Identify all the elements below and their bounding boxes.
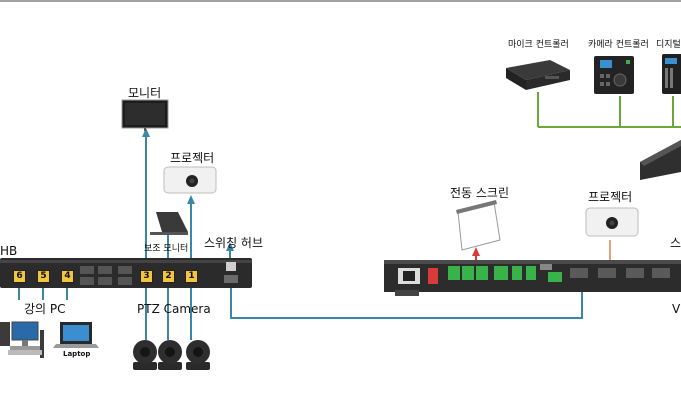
monitor-icon (121, 99, 169, 131)
ptz-camera-label: PTZ Camera (137, 302, 211, 316)
input-tag-2: 2 (162, 270, 175, 283)
mic-controller-label: 마이크 컨트롤러 (508, 40, 569, 50)
electric-screen-label: 전동 스크린 (450, 186, 510, 200)
projector-left-label: 프로젝터 (170, 151, 215, 165)
projector-right-label: 프로젝터 (588, 190, 633, 204)
ptz-camera-icons (133, 340, 210, 370)
mic-controller-icon (506, 60, 570, 90)
s-partial-label: 스 (670, 236, 681, 250)
switching-hub-label: 스위칭 허브 (204, 236, 264, 250)
hb-label: HB (0, 244, 18, 258)
laptop-label: Laptop (63, 350, 91, 358)
projector-right-icon (585, 207, 639, 237)
projector-left-icon (163, 166, 217, 194)
input-tag-6: 6 (13, 270, 26, 283)
input-tag-3: 3 (140, 270, 153, 283)
lecture-pc-icons (0, 321, 99, 358)
camera-controller-label: 카메라 컨트롤러 (588, 40, 649, 50)
green-network-lines (537, 92, 681, 128)
input-tag-5: 5 (37, 270, 50, 283)
blue-connections (18, 128, 583, 340)
monitor-label: 모니터 (128, 86, 162, 100)
lecture-pc-label: 강의 PC (24, 302, 66, 316)
electric-screen-icon (456, 200, 501, 251)
switching-hub-small-icon (222, 256, 238, 276)
input-tag-1: 1 (185, 270, 198, 283)
v-partial-label: V (672, 302, 681, 316)
input-tag-4: 4 (61, 270, 74, 283)
aux-monitor-label: 보조 모니터 (144, 244, 189, 254)
camera-controller-icon (594, 56, 634, 94)
network-switch-icon (640, 140, 681, 180)
digital-mixer-icon (662, 54, 681, 94)
control-processor (384, 260, 681, 296)
aux-monitor-icon (150, 212, 188, 235)
digital-label: 디지털 (656, 40, 681, 50)
